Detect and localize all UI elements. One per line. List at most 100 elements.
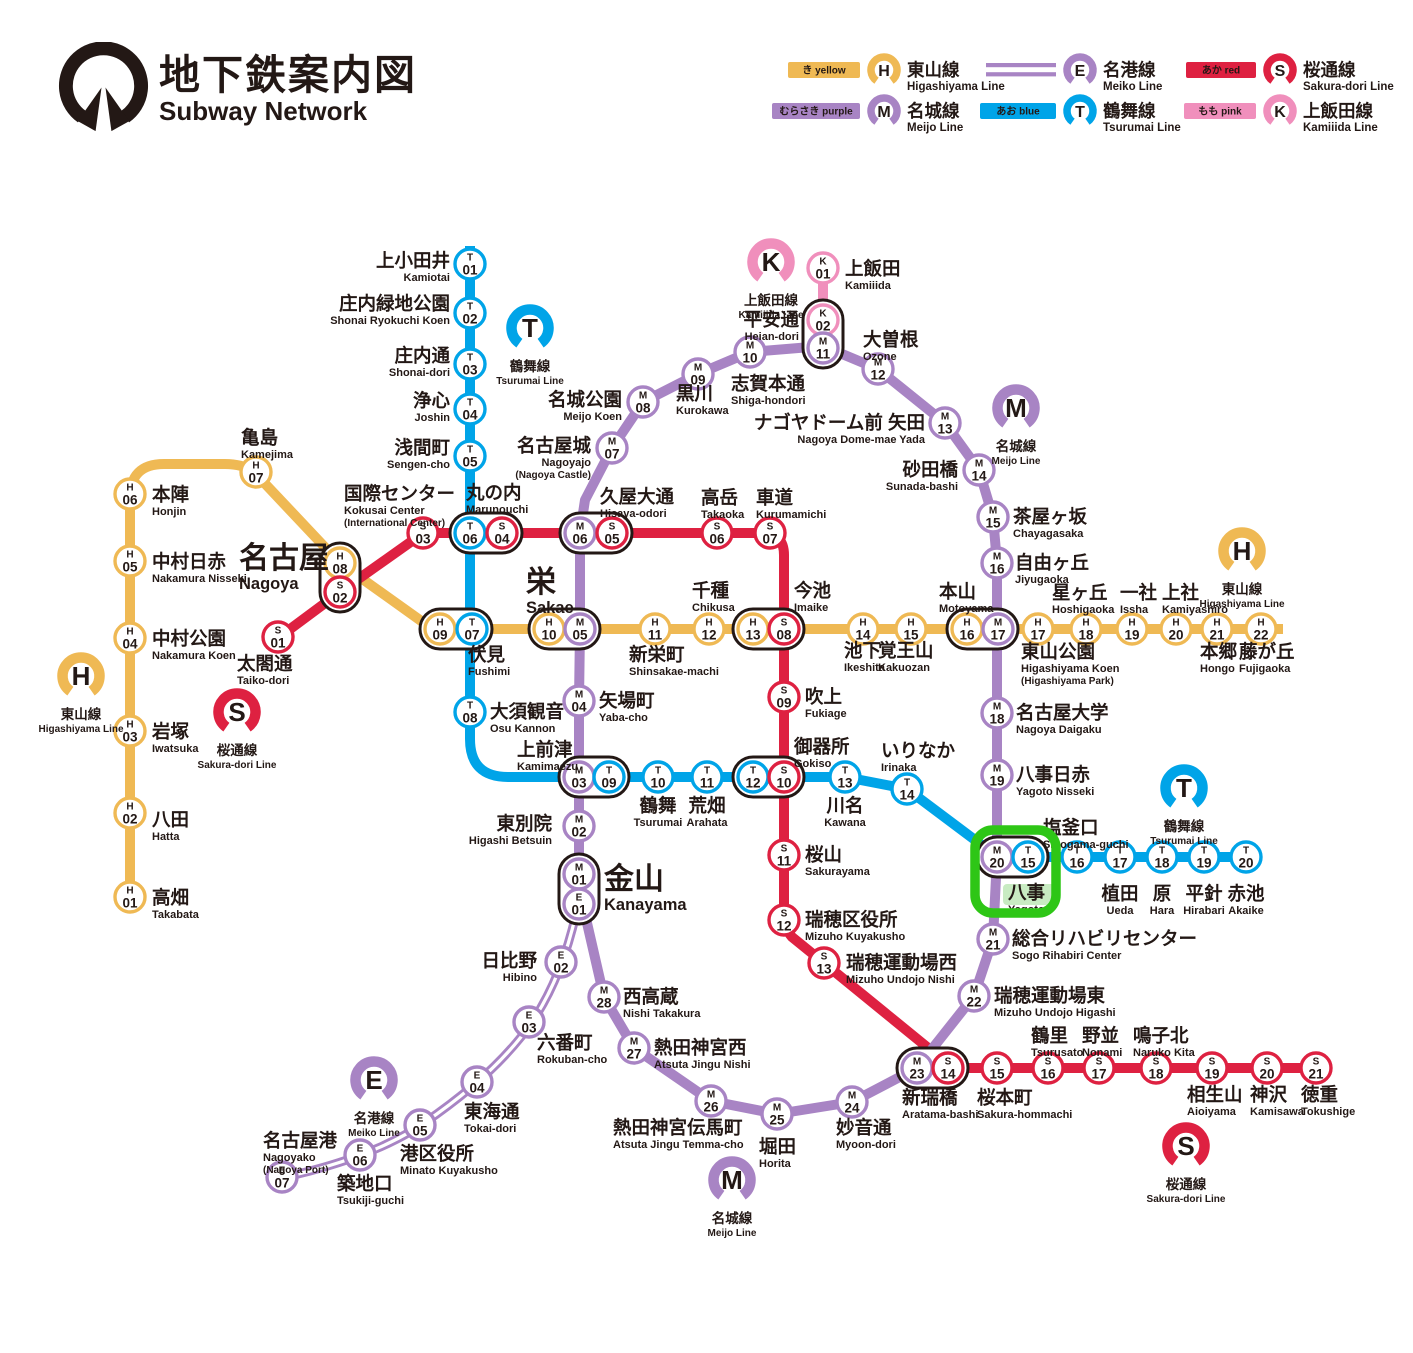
station-E06[interactable]: E06: [343, 1138, 377, 1172]
station-H19[interactable]: H19: [1115, 612, 1149, 646]
station-E05[interactable]: E05: [403, 1108, 437, 1142]
station-S21[interactable]: S21: [1299, 1051, 1333, 1085]
station-S13[interactable]: S13: [807, 946, 841, 980]
station-M18[interactable]: M18: [980, 696, 1014, 730]
station-H02[interactable]: H02: [113, 796, 147, 830]
station-H12[interactable]: H12: [692, 612, 726, 646]
station-M20[interactable]: M20: [980, 840, 1014, 874]
station-M09[interactable]: M09: [681, 357, 715, 391]
station-T13[interactable]: T13: [828, 760, 862, 794]
station-T15[interactable]: T15: [1011, 840, 1045, 874]
station-S06[interactable]: S06: [700, 516, 734, 550]
station-S11[interactable]: S11: [767, 838, 801, 872]
station-T19[interactable]: T19: [1187, 840, 1221, 874]
station-S14[interactable]: S14: [931, 1051, 965, 1085]
station-H18[interactable]: H18: [1069, 612, 1103, 646]
station-M23[interactable]: M23: [900, 1051, 934, 1085]
station-S18[interactable]: S18: [1139, 1051, 1173, 1085]
station-M26[interactable]: M26: [694, 1084, 728, 1118]
station-T04[interactable]: T04: [453, 392, 487, 426]
station-S01[interactable]: S01: [261, 620, 295, 654]
station-S09[interactable]: S09: [767, 680, 801, 714]
station-M17[interactable]: M17: [981, 612, 1015, 646]
station-H21[interactable]: H21: [1200, 612, 1234, 646]
line-logo-letter: T: [1176, 773, 1192, 803]
station-T08[interactable]: T08: [453, 695, 487, 729]
station-H22[interactable]: H22: [1244, 612, 1278, 646]
station-M08[interactable]: M08: [626, 385, 660, 419]
station-M27[interactable]: M27: [617, 1031, 651, 1065]
station-T14[interactable]: T14: [890, 772, 924, 806]
station-T05[interactable]: T05: [453, 439, 487, 473]
station-T01[interactable]: T01: [453, 247, 487, 281]
station-M11[interactable]: M11: [806, 331, 840, 365]
station-E07[interactable]: E07: [265, 1160, 299, 1194]
station-M02[interactable]: M02: [562, 809, 596, 843]
station-T11[interactable]: T11: [690, 760, 724, 794]
station-M15[interactable]: M15: [976, 500, 1010, 534]
station-H05[interactable]: H05: [113, 544, 147, 578]
station-H10[interactable]: H10: [532, 612, 566, 646]
station-S02[interactable]: S02: [323, 575, 357, 609]
station-M07[interactable]: M07: [595, 431, 629, 465]
station-H04[interactable]: H04: [113, 621, 147, 655]
station-M12[interactable]: M12: [861, 352, 895, 386]
station-S17[interactable]: S17: [1082, 1051, 1116, 1085]
station-H14[interactable]: H14: [846, 612, 880, 646]
station-H08[interactable]: H08: [323, 546, 357, 580]
station-T12[interactable]: T12: [736, 760, 770, 794]
station-M04[interactable]: M04: [562, 684, 596, 718]
station-E02[interactable]: E02: [544, 945, 578, 979]
station-S08[interactable]: S08: [767, 612, 801, 646]
station-T09[interactable]: T09: [592, 760, 626, 794]
station-S20[interactable]: S20: [1250, 1051, 1284, 1085]
station-T20[interactable]: T20: [1229, 840, 1263, 874]
station-H17[interactable]: H17: [1021, 612, 1055, 646]
station-M06[interactable]: M06: [563, 516, 597, 550]
station-S12[interactable]: S12: [767, 903, 801, 937]
station-E04[interactable]: E04: [460, 1065, 494, 1099]
station-T07[interactable]: T07: [455, 612, 489, 646]
station-E03[interactable]: E03: [512, 1005, 546, 1039]
station-H11[interactable]: H11: [638, 612, 672, 646]
station-H03[interactable]: H03: [113, 714, 147, 748]
station-H01[interactable]: H01: [113, 880, 147, 914]
station-S03[interactable]: S03: [406, 516, 440, 550]
station-M13[interactable]: M13: [928, 406, 962, 440]
station-S16[interactable]: S16: [1031, 1051, 1065, 1085]
station-H16[interactable]: H16: [950, 612, 984, 646]
station-T10[interactable]: T10: [641, 760, 675, 794]
station-S15[interactable]: S15: [980, 1051, 1014, 1085]
station-M22[interactable]: M22: [957, 979, 991, 1013]
station-S07[interactable]: S07: [753, 516, 787, 550]
station-M19[interactable]: M19: [980, 758, 1014, 792]
station-K01[interactable]: K01: [806, 251, 840, 285]
station-H09[interactable]: H09: [423, 612, 457, 646]
station-S19[interactable]: S19: [1195, 1051, 1229, 1085]
station-M25[interactable]: M25: [760, 1097, 794, 1131]
station-H15[interactable]: H15: [894, 612, 928, 646]
station-M21[interactable]: M21: [976, 922, 1010, 956]
station-M28[interactable]: M28: [587, 980, 621, 1014]
station-T18[interactable]: T18: [1145, 840, 1179, 874]
station-M24[interactable]: M24: [835, 1085, 869, 1119]
station-M10[interactable]: M10: [733, 335, 767, 369]
station-T17[interactable]: T17: [1103, 840, 1137, 874]
station-M01[interactable]: M01: [562, 857, 596, 891]
station-S04[interactable]: S04: [485, 516, 519, 550]
station-T16[interactable]: T16: [1060, 840, 1094, 874]
station-T06[interactable]: T06: [453, 516, 487, 550]
station-T03[interactable]: T03: [453, 347, 487, 381]
station-M05[interactable]: M05: [563, 612, 597, 646]
station-H13[interactable]: H13: [736, 612, 770, 646]
station-M14[interactable]: M14: [962, 453, 996, 487]
station-H06[interactable]: H06: [113, 477, 147, 511]
station-K02[interactable]: K02: [806, 303, 840, 337]
station-S10[interactable]: S10: [767, 760, 801, 794]
station-M16[interactable]: M16: [980, 546, 1014, 580]
station-H20[interactable]: H20: [1159, 612, 1193, 646]
station-S05[interactable]: S05: [595, 516, 629, 550]
station-E01[interactable]: E01: [562, 887, 596, 921]
station-T02[interactable]: T02: [453, 296, 487, 330]
station-H07[interactable]: H07: [239, 455, 273, 489]
